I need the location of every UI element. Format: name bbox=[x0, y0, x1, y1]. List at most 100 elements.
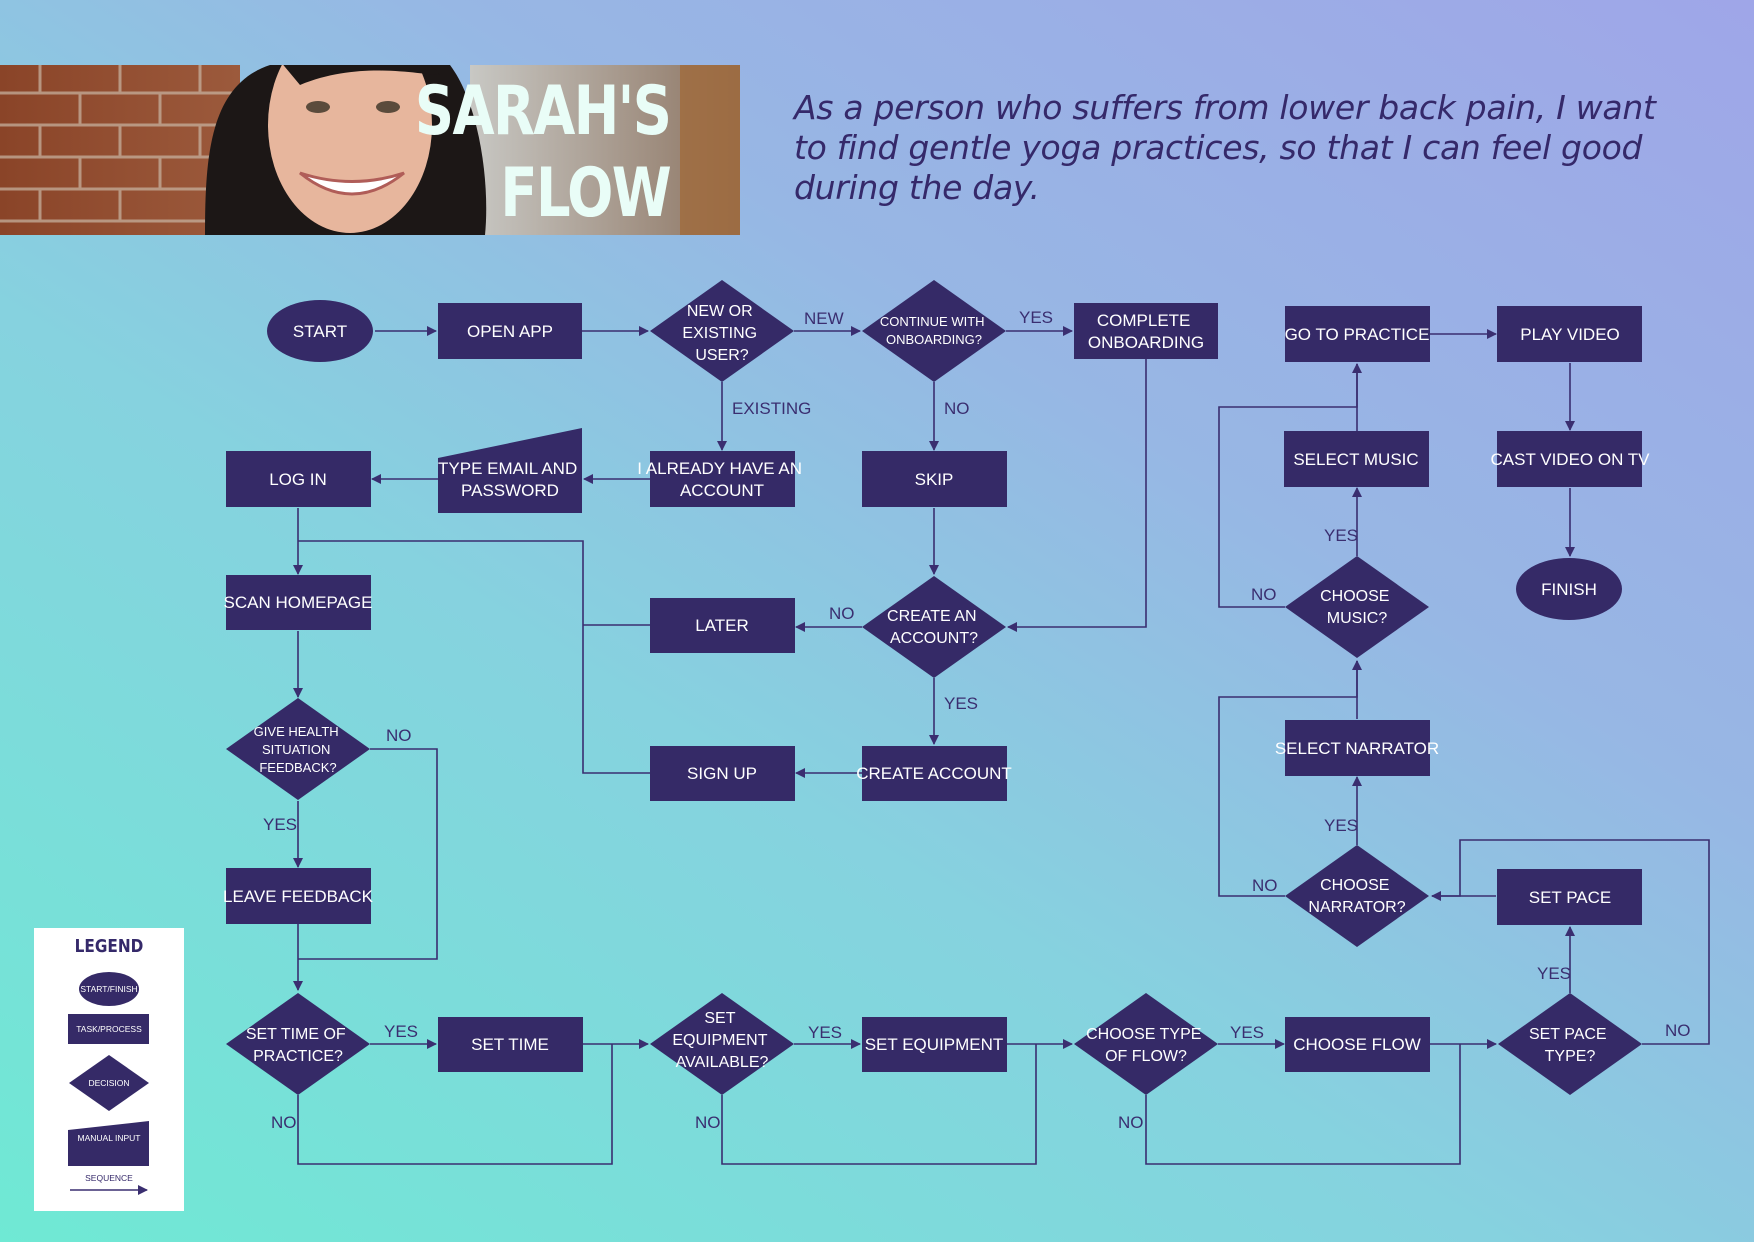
label-feedback-no: NO bbox=[386, 726, 412, 745]
node-finish[interactable]: FINISH bbox=[1516, 558, 1622, 620]
legend-item-manual-input: MANUAL INPUT bbox=[68, 1121, 149, 1166]
decision-set-time-label: SET TIME OF PRACTICE? bbox=[246, 1026, 350, 1065]
edge-time-no bbox=[297, 1044, 613, 1165]
decision-give-feedback-line-3: FEEDBACK? bbox=[259, 760, 336, 775]
node-set-equipment[interactable]: SET EQUIPMENT bbox=[862, 1017, 1007, 1072]
decision-set-equipment-line-1: SET bbox=[704, 1010, 735, 1027]
profile-photo bbox=[0, 65, 740, 235]
legend: LEGEND START/FINISH TASK/PROCESS DECISIO… bbox=[34, 928, 184, 1211]
decision-choose-narrator-line-2: NARRATOR? bbox=[1308, 899, 1405, 916]
node-open-app-label: OPEN APP bbox=[467, 322, 553, 341]
node-play-video[interactable]: PLAY VIDEO bbox=[1497, 306, 1642, 362]
node-cast-video-label: CAST VIDEO ON TV bbox=[1490, 450, 1650, 469]
user-story: As a person who suffers from lower back … bbox=[794, 88, 1656, 207]
node-complete-onboarding[interactable]: COMPLETE ONBOARDING bbox=[1074, 303, 1218, 359]
label-onboarding-no: NO bbox=[944, 399, 970, 418]
decision-set-equipment[interactable]: SET EQUIPMENT AVAILABLE? bbox=[650, 993, 794, 1095]
input-type-email-label: TYPE EMAIL AND PASSWORD bbox=[438, 459, 582, 500]
node-select-music[interactable]: SELECT MUSIC bbox=[1284, 431, 1429, 487]
decision-create-account-line-1: CREATE AN bbox=[887, 608, 977, 625]
node-scan-homepage[interactable]: SCAN HOMEPAGE bbox=[224, 575, 373, 630]
decision-create-account-label: CREATE AN ACCOUNT? bbox=[887, 608, 981, 647]
decision-choose-type[interactable]: CHOOSE TYPE OF FLOW? bbox=[1074, 993, 1218, 1095]
decision-set-equipment-label: SET EQUIPMENT AVAILABLE? bbox=[672, 1010, 771, 1071]
decision-choose-type-label: CHOOSE TYPE OF FLOW? bbox=[1086, 1026, 1206, 1065]
label-time-yes: YES bbox=[384, 1022, 418, 1041]
node-go-to-practice[interactable]: GO TO PRACTICE bbox=[1285, 306, 1430, 362]
node-choose-flow[interactable]: CHOOSE FLOW bbox=[1285, 1017, 1430, 1072]
decision-choose-music[interactable]: CHOOSE MUSIC? bbox=[1285, 556, 1429, 658]
banner-title-line-1: SARAH'S bbox=[414, 72, 672, 151]
connectors bbox=[293, 326, 1710, 1165]
node-cast-video[interactable]: CAST VIDEO ON TV bbox=[1490, 431, 1650, 487]
decision-new-or-existing[interactable]: NEW OR EXISTING USER? bbox=[650, 280, 794, 382]
decision-new-or-existing-line-3: USER? bbox=[695, 347, 748, 364]
label-narrator-no: NO bbox=[1252, 876, 1278, 895]
label-equip-yes: YES bbox=[808, 1023, 842, 1042]
node-sign-up[interactable]: SIGN UP bbox=[650, 746, 795, 801]
decision-choose-type-line-2: OF FLOW? bbox=[1105, 1048, 1187, 1065]
node-log-in[interactable]: LOG IN bbox=[226, 451, 371, 507]
banner-title-line-2: FLOW bbox=[500, 154, 671, 233]
label-existing: EXISTING bbox=[732, 399, 811, 418]
decision-choose-type-line-1: CHOOSE TYPE bbox=[1086, 1026, 1201, 1043]
node-leave-feedback[interactable]: LEAVE FEEDBACK bbox=[223, 868, 374, 924]
label-feedback-yes: YES bbox=[263, 815, 297, 834]
node-set-pace[interactable]: SET PACE bbox=[1497, 869, 1642, 925]
label-type-no: NO bbox=[1118, 1113, 1144, 1132]
node-select-narrator-label: SELECT NARRATOR bbox=[1275, 739, 1439, 758]
node-select-music-label: SELECT MUSIC bbox=[1293, 450, 1418, 469]
node-complete-onboarding-line-1: COMPLETE bbox=[1097, 311, 1191, 330]
legend-item-task: TASK/PROCESS bbox=[68, 1014, 149, 1044]
decision-set-equipment-line-2: EQUIPMENT bbox=[672, 1032, 767, 1049]
node-already-have-account[interactable]: I ALREADY HAVE AN ACCOUNT bbox=[637, 451, 806, 507]
label-new: NEW bbox=[804, 309, 844, 328]
node-set-pace-label: SET PACE bbox=[1529, 888, 1612, 907]
node-start-label: START bbox=[293, 322, 347, 341]
decision-create-account[interactable]: CREATE AN ACCOUNT? bbox=[862, 576, 1006, 678]
label-equip-no: NO bbox=[695, 1113, 721, 1132]
decision-give-feedback[interactable]: GIVE HEALTH SITUATION FEEDBACK? bbox=[226, 698, 370, 800]
node-create-account[interactable]: CREATE ACCOUNT bbox=[856, 746, 1012, 801]
input-type-email-line-2: PASSWORD bbox=[461, 481, 559, 500]
node-go-to-practice-label: GO TO PRACTICE bbox=[1285, 325, 1430, 344]
decision-set-pace-type-line-2: TYPE? bbox=[1545, 1048, 1596, 1065]
node-play-video-label: PLAY VIDEO bbox=[1520, 325, 1620, 344]
label-music-no: NO bbox=[1251, 585, 1277, 604]
node-log-in-label: LOG IN bbox=[269, 470, 327, 489]
node-already-have-account-line-1: I ALREADY HAVE AN bbox=[637, 459, 802, 478]
node-start[interactable]: START bbox=[267, 300, 373, 362]
node-later-label: LATER bbox=[695, 616, 749, 635]
decision-set-pace-type-label: SET PACE TYPE? bbox=[1529, 1026, 1611, 1065]
label-music-yes: YES bbox=[1324, 526, 1358, 545]
legend-label-sequence: SEQUENCE bbox=[85, 1173, 133, 1183]
node-skip[interactable]: SKIP bbox=[862, 451, 1007, 507]
node-skip-label: SKIP bbox=[915, 470, 954, 489]
input-type-email[interactable]: TYPE EMAIL AND PASSWORD bbox=[438, 428, 582, 513]
edge-type-no bbox=[1145, 1044, 1461, 1165]
edge-labels: NEW YES EXISTING NO NO YES NO YES YES NO… bbox=[263, 308, 1691, 1132]
header-banner: SARAH'S FLOW bbox=[0, 65, 740, 235]
edge-equip-no bbox=[721, 1044, 1037, 1165]
decision-choose-music-line-1: CHOOSE bbox=[1320, 588, 1389, 605]
label-time-no: NO bbox=[271, 1113, 297, 1132]
node-open-app[interactable]: OPEN APP bbox=[438, 303, 582, 359]
brick-wall bbox=[0, 65, 240, 223]
edge-signup-to-scan bbox=[298, 540, 650, 774]
decision-set-pace-type[interactable]: SET PACE TYPE? bbox=[1498, 993, 1642, 1095]
decision-choose-music-label: CHOOSE MUSIC? bbox=[1320, 588, 1394, 627]
decision-choose-narrator[interactable]: CHOOSE NARRATOR? bbox=[1285, 845, 1429, 947]
label-pace-no: NO bbox=[1665, 1021, 1691, 1040]
node-sign-up-label: SIGN UP bbox=[687, 764, 757, 783]
legend-item-decision: DECISION bbox=[69, 1055, 149, 1111]
decision-new-or-existing-line-1: NEW OR bbox=[687, 303, 753, 320]
node-later[interactable]: LATER bbox=[650, 598, 795, 653]
node-set-time[interactable]: SET TIME bbox=[438, 1017, 583, 1072]
decision-set-time[interactable]: SET TIME OF PRACTICE? bbox=[226, 993, 370, 1095]
decision-continue-onboarding[interactable]: CONTINUE WITH ONBOARDING? bbox=[862, 280, 1006, 382]
label-onboarding-yes: YES bbox=[1019, 308, 1053, 327]
node-create-account-label: CREATE ACCOUNT bbox=[856, 764, 1012, 783]
decision-set-equipment-line-3: AVAILABLE? bbox=[676, 1054, 769, 1071]
decision-set-pace-type-line-1: SET PACE bbox=[1529, 1026, 1607, 1043]
node-select-narrator[interactable]: SELECT NARRATOR bbox=[1275, 720, 1439, 776]
